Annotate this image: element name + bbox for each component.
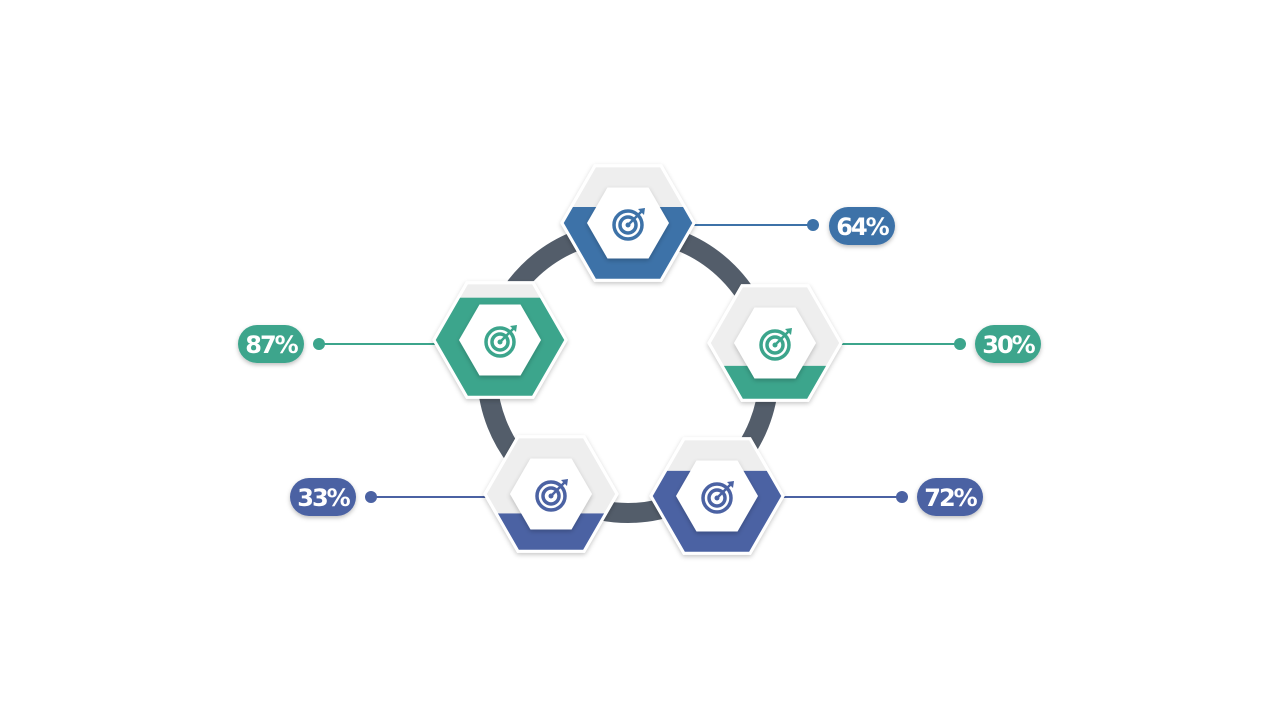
value-pill-background — [238, 325, 304, 363]
value-pill-right: 30% — [975, 325, 1041, 363]
hexagon-border — [432, 281, 568, 399]
hexagon-node-bottom-right — [649, 437, 785, 555]
value-pill-bottom-left: 33% — [290, 478, 356, 516]
hexagon-border — [483, 435, 619, 553]
connector-dot-right — [954, 338, 966, 350]
value-label: 72% — [924, 484, 977, 512]
target-icon — [759, 328, 792, 361]
connector-dot-bottom-left — [365, 491, 377, 503]
hexagon-node-right — [707, 284, 843, 402]
value-label: 30% — [982, 331, 1035, 359]
hexagon-border — [560, 164, 696, 282]
connectors — [313, 219, 966, 503]
value-pill-background — [917, 478, 983, 516]
connector-dot-top — [807, 219, 819, 231]
connector-dot-left — [313, 338, 325, 350]
value-pill-bottom-right: 72% — [917, 478, 983, 516]
hexagon-node-top — [560, 164, 696, 282]
hexagon-node-left — [432, 281, 568, 399]
value-pill-background — [290, 478, 356, 516]
value-pills: 64% 30% 72% 33% 87% — [238, 207, 1041, 516]
value-label: 64% — [836, 213, 889, 241]
target-icon — [484, 325, 517, 358]
hexagon-border — [707, 284, 843, 402]
target-icon — [535, 479, 568, 512]
hexagon-nodes — [432, 164, 843, 555]
value-pill-background — [975, 325, 1041, 363]
value-pill-top: 64% — [829, 207, 895, 245]
target-icon — [701, 481, 734, 514]
hexagon-border — [649, 437, 785, 555]
value-pill-background — [829, 207, 895, 245]
connector-dot-bottom-right — [896, 491, 908, 503]
value-label: 87% — [245, 331, 298, 359]
target-icon — [612, 208, 645, 241]
value-pill-left: 87% — [238, 325, 304, 363]
value-label: 33% — [297, 484, 350, 512]
